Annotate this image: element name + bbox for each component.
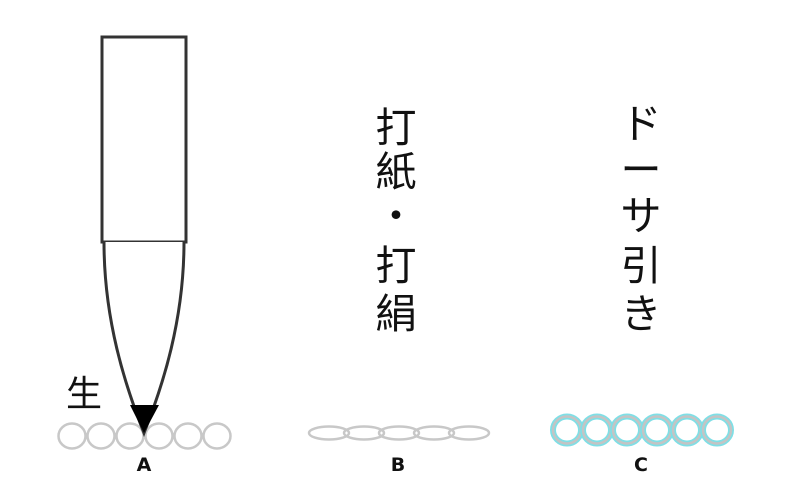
fiber-cross-section (641, 415, 673, 445)
fiber-cross-section (611, 415, 643, 445)
fiber-cross-section (202, 422, 232, 450)
fiber-cross-section (581, 415, 613, 445)
fiber-cross-section (701, 415, 733, 445)
brush-tip (130, 405, 159, 433)
vtext-b-char: 打 (376, 242, 417, 290)
vtext-b-char: 打 (376, 104, 417, 152)
brush-icon (100, 35, 188, 438)
fiber-cross-section (342, 425, 386, 441)
fiber-cross-section (412, 425, 456, 441)
panel-c: ド ー サ 引 き C (550, 100, 734, 476)
vertical-text-b: 打 紙 ・ 打 絹 (376, 104, 417, 338)
vtext-b-char: 絹 (376, 290, 417, 338)
vtext-c-char: ド (621, 100, 662, 148)
vtext-c-char: 引 (621, 242, 662, 290)
fiber-cross-section (115, 422, 145, 450)
vtext-c-char: ー (621, 146, 662, 194)
panel-a: 生 A (57, 35, 232, 476)
raw-label: 生 (66, 374, 102, 415)
panel-b: 打 紙 ・ 打 絹 B (307, 104, 491, 476)
fiber-row-c (550, 413, 734, 447)
fiber-cross-section (307, 425, 351, 441)
fiber-cross-section (144, 422, 174, 450)
panel-label-c: C (634, 454, 648, 476)
vtext-b-char: 紙 (376, 148, 417, 196)
fiber-cross-section (447, 425, 491, 441)
fiber-cross-section (173, 422, 203, 450)
panel-label-b: B (391, 454, 405, 476)
fiber-cross-section (671, 415, 703, 445)
brush-bristles (102, 241, 186, 438)
fiber-cross-section (551, 415, 583, 445)
fiber-cross-section (377, 425, 421, 441)
brush-handle (100, 35, 188, 244)
fiber-row-a (57, 422, 232, 450)
panel-label-a: A (137, 454, 152, 476)
fiber-cross-section (86, 422, 116, 450)
fiber-row-b (307, 425, 491, 441)
vtext-c-char: き (621, 290, 662, 338)
vtext-c-char: サ (621, 192, 662, 240)
vertical-text-c: ド ー サ 引 き (621, 100, 662, 338)
fiber-cross-section (57, 422, 87, 450)
vtext-b-char: ・ (376, 192, 417, 240)
